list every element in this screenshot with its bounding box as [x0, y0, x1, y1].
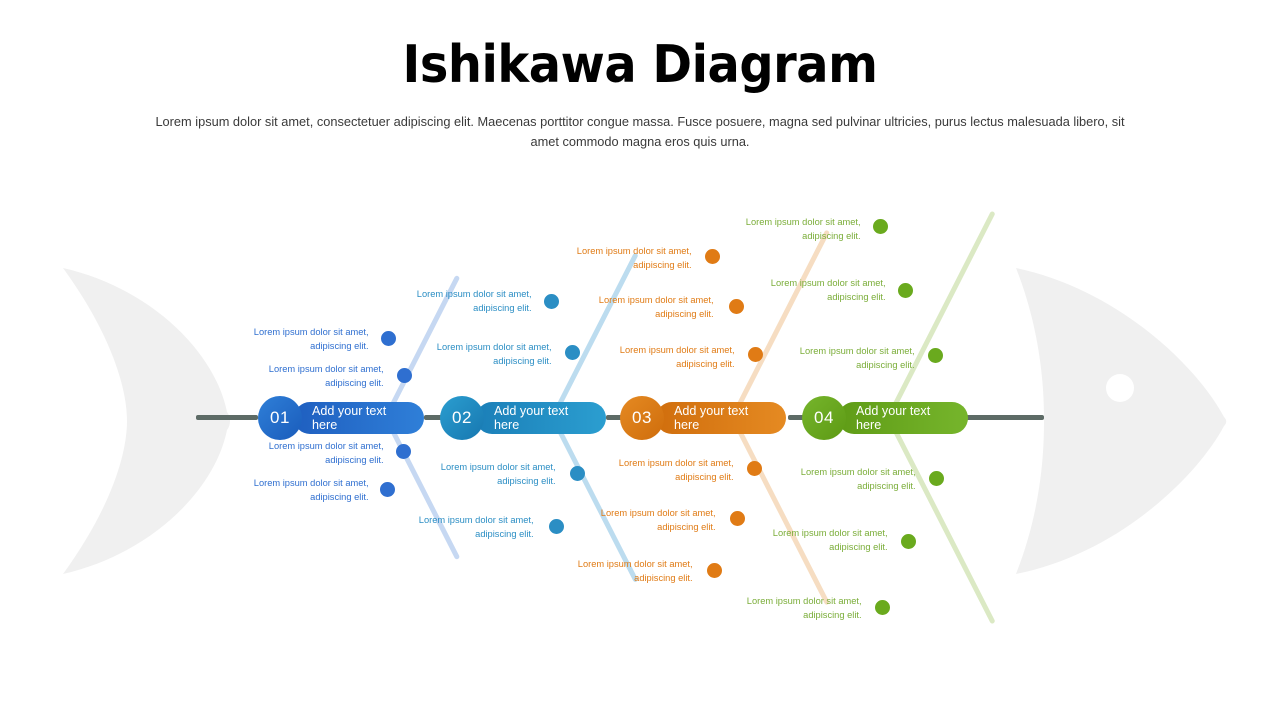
bone-dot-2-bottom-1: [570, 466, 585, 481]
category-number-1: 01: [270, 408, 290, 427]
bone-dot-3-bottom-2: [730, 511, 745, 526]
category-pill-1[interactable]: Add your text here: [294, 402, 424, 434]
bone-dot-1-top-1: [381, 331, 396, 346]
cause-label-1-bottom-1: Lorem ipsum dolor sit amet, adipiscing e…: [268, 441, 384, 466]
bone-dot-4-bottom-1: [929, 471, 944, 486]
bone-dot-3-bottom-3: [707, 563, 722, 578]
bone-dot-4-top-3: [928, 348, 943, 363]
category-number-3: 03: [632, 408, 652, 427]
spine-segment-1-2: [424, 415, 448, 420]
category-pill-4[interactable]: Add your text here: [838, 402, 968, 434]
cause-label-4-bottom-2: Lorem ipsum dolor sit amet, adipiscing e…: [772, 528, 888, 553]
cause-label-3-bottom-2: Lorem ipsum dolor sit amet, adipiscing e…: [600, 508, 716, 533]
bone-dot-3-top-1: [705, 249, 720, 264]
cause-label-1-bottom-2: Lorem ipsum dolor sit amet, adipiscing e…: [253, 478, 369, 503]
cause-label-1-top-2: Lorem ipsum dolor sit amet, adipiscing e…: [268, 364, 384, 389]
spine-segment-tail: [196, 415, 258, 420]
cause-label-4-top-2: Lorem ipsum dolor sit amet, adipiscing e…: [770, 278, 886, 303]
category-pill-label-1: Add your text here: [312, 404, 387, 432]
cause-label-3-top-2: Lorem ipsum dolor sit amet, adipiscing e…: [598, 295, 714, 320]
fish-head: [1016, 268, 1227, 574]
bone-dot-2-top-1: [544, 294, 559, 309]
cause-label-2-top-2: Lorem ipsum dolor sit amet, adipiscing e…: [436, 342, 552, 367]
page-title: Ishikawa Diagram: [402, 35, 878, 95]
spine-segment-3-4: [788, 415, 810, 420]
category-circle-4[interactable]: 04: [802, 396, 846, 440]
bone-dot-2-top-2: [565, 345, 580, 360]
page-subtitle: Lorem ipsum dolor sit amet, consectetuer…: [155, 114, 1125, 150]
category-node-3[interactable]: Add your text here 03: [620, 396, 786, 440]
spine-segment-head: [966, 415, 1044, 420]
cause-label-3-top-3: Lorem ipsum dolor sit amet, adipiscing e…: [619, 345, 735, 370]
category-circle-2[interactable]: 02: [440, 396, 484, 440]
cause-label-4-bottom-3: Lorem ipsum dolor sit amet, adipiscing e…: [746, 596, 862, 621]
bone-dot-3-top-2: [729, 299, 744, 314]
bone-dot-4-bottom-2: [901, 534, 916, 549]
bone-dot-4-top-1: [873, 219, 888, 234]
cause-label-3-bottom-3: Lorem ipsum dolor sit amet, adipiscing e…: [577, 559, 693, 584]
category-pill-label-4: Add your text here: [856, 404, 931, 432]
bone-dot-1-bottom-1: [396, 444, 411, 459]
category-pill-label-3: Add your text here: [674, 404, 749, 432]
category-pill-2[interactable]: Add your text here: [476, 402, 606, 434]
bone-dot-3-top-3: [748, 347, 763, 362]
cause-label-4-bottom-1: Lorem ipsum dolor sit amet, adipiscing e…: [800, 467, 916, 492]
category-pill-label-2: Add your text here: [494, 404, 569, 432]
cause-label-4-top-1: Lorem ipsum dolor sit amet, adipiscing e…: [745, 217, 861, 242]
category-circle-1[interactable]: 01: [258, 396, 302, 440]
bone-dot-4-top-2: [898, 283, 913, 298]
spine-segment-2-3: [606, 415, 628, 420]
category-circle-3[interactable]: 03: [620, 396, 664, 440]
fish-tail: [63, 268, 230, 574]
category-pill-3[interactable]: Add your text here: [656, 402, 786, 434]
category-node-4[interactable]: Add your text here 04: [802, 396, 968, 440]
cause-label-2-top-1: Lorem ipsum dolor sit amet, adipiscing e…: [416, 289, 532, 314]
bone-dot-1-bottom-2: [380, 482, 395, 497]
cause-label-2-bottom-1: Lorem ipsum dolor sit amet, adipiscing e…: [440, 462, 556, 487]
bone-dot-2-bottom-2: [549, 519, 564, 534]
category-node-2[interactable]: Add your text here 02: [440, 396, 606, 440]
cause-label-2-bottom-2: Lorem ipsum dolor sit amet, adipiscing e…: [418, 515, 534, 540]
bone-dot-4-bottom-3: [875, 600, 890, 615]
category-number-4: 04: [814, 408, 834, 427]
category-number-2: 02: [452, 408, 472, 427]
fish-eye: [1106, 374, 1134, 402]
bone-dot-3-bottom-1: [747, 461, 762, 476]
cause-label-3-top-1: Lorem ipsum dolor sit amet, adipiscing e…: [576, 246, 692, 271]
bone-dot-1-top-2: [397, 368, 412, 383]
cause-label-3-bottom-1: Lorem ipsum dolor sit amet, adipiscing e…: [618, 458, 734, 483]
cause-label-1-top-1: Lorem ipsum dolor sit amet, adipiscing e…: [253, 327, 369, 352]
category-node-1[interactable]: Add your text here 01: [258, 396, 424, 440]
cause-label-4-top-3: Lorem ipsum dolor sit amet, adipiscing e…: [799, 346, 915, 371]
